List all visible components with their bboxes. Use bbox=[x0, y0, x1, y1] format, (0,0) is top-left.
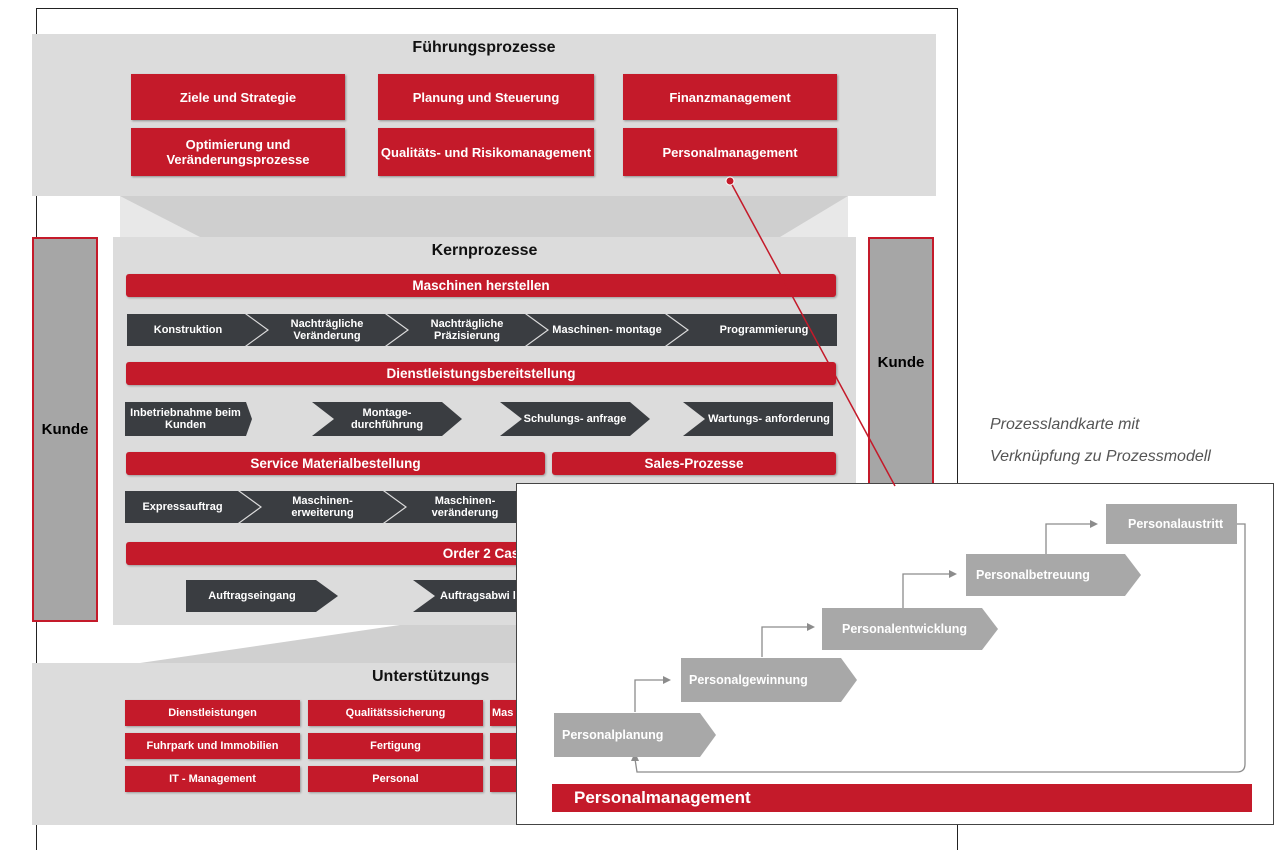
chevron-wartungsanforderung[interactable]: Wartungs- anforderung bbox=[683, 402, 833, 436]
chevron-programmierung[interactable]: Programmierung bbox=[667, 314, 837, 346]
customer-right: Kunde bbox=[868, 237, 934, 487]
support-box-it[interactable]: IT - Management bbox=[125, 766, 300, 792]
connector-2 bbox=[761, 626, 807, 657]
chevron-montage[interactable]: Maschinen- montage bbox=[527, 314, 687, 346]
step-personalgewinnung[interactable]: Personalgewinnung bbox=[681, 658, 857, 702]
arrowhead-3 bbox=[949, 570, 957, 578]
support-box-qualitaet[interactable]: Qualitätssicherung bbox=[308, 700, 483, 726]
bar-machines[interactable]: Maschinen herstellen bbox=[126, 274, 836, 297]
chevron-konstruktion[interactable]: Konstruktion bbox=[127, 314, 267, 346]
step-personalentwicklung[interactable]: Personalentwicklung bbox=[822, 608, 998, 650]
chevron-schulungsanfrage[interactable]: Schulungs- anfrage bbox=[500, 402, 650, 436]
caption: Prozesslandkarte mit Verknüpfung zu Proz… bbox=[990, 409, 1275, 473]
connector-3 bbox=[902, 573, 949, 608]
chevron-praezisierung[interactable]: Nachträgliche Präzisierung bbox=[387, 314, 547, 346]
leadership-title: Führungsprozesse bbox=[412, 39, 556, 56]
chevron-veraenderung[interactable]: Nachträgliche Veränderung bbox=[247, 314, 407, 346]
arrowhead-4 bbox=[1090, 520, 1098, 528]
leadership-box-quality[interactable]: Qualitäts- und Risikomanagement bbox=[378, 128, 594, 176]
support-box-dienstleistungen[interactable]: Dienstleistungen bbox=[125, 700, 300, 726]
leadership-box-optimization[interactable]: Optimierung und Veränderungsprozesse bbox=[131, 128, 345, 176]
inset-connectors bbox=[631, 520, 1246, 773]
inset-footer-personalmanagement[interactable]: Personalmanagement bbox=[552, 784, 1252, 812]
loop-connector bbox=[634, 523, 1246, 773]
core-title: Kernprozesse bbox=[431, 242, 538, 259]
support-title: Unterstützungs bbox=[372, 668, 490, 685]
bar-service-material[interactable]: Service Materialbestellung bbox=[126, 452, 545, 475]
support-box-fuhrpark[interactable]: Fuhrpark und Immobilien bbox=[125, 733, 300, 759]
leadership-box-personnel[interactable]: Personalmanagement bbox=[623, 128, 837, 176]
arrowhead-1 bbox=[663, 676, 671, 684]
bar-services[interactable]: Dienstleistungsbereitstellung bbox=[126, 362, 836, 385]
support-box-personal[interactable]: Personal bbox=[308, 766, 483, 792]
caption-line-1: Prozesslandkarte mit bbox=[990, 416, 1140, 433]
chevron-maschinenerweiterung[interactable]: Maschinen- erweiterung bbox=[240, 491, 405, 523]
connector-4 bbox=[1045, 523, 1090, 554]
arrowhead-2 bbox=[807, 623, 815, 631]
support-box-fertigung[interactable]: Fertigung bbox=[308, 733, 483, 759]
inset-process-model: Personalplanung Personalgewinnung Person… bbox=[516, 483, 1274, 825]
step-personalaustritt[interactable]: Personalaustritt bbox=[1106, 504, 1237, 544]
chevron-inbetriebnahme[interactable]: Inbetriebnahme beim Kunden bbox=[125, 402, 252, 436]
caption-line-2: Verknüpfung zu Prozessmodell bbox=[990, 448, 1211, 465]
leadership-box-finance[interactable]: Finanzmanagement bbox=[623, 74, 837, 120]
step-personalplanung[interactable]: Personalplanung bbox=[554, 713, 716, 757]
connector-1 bbox=[634, 679, 663, 712]
chevron-montagedurchfuehrung[interactable]: Montage- durchführung bbox=[312, 402, 462, 436]
chevron-auftragseingang[interactable]: Auftragseingang bbox=[186, 580, 338, 612]
leadership-box-planning[interactable]: Planung und Steuerung bbox=[378, 74, 594, 120]
leadership-box-goals[interactable]: Ziele und Strategie bbox=[131, 74, 345, 120]
customer-left: Kunde bbox=[32, 237, 98, 622]
bar-sales[interactable]: Sales-Prozesse bbox=[552, 452, 836, 475]
step-personalbetreuung[interactable]: Personalbetreuung bbox=[966, 554, 1141, 596]
chevron-expressauftrag[interactable]: Expressauftrag bbox=[125, 491, 260, 523]
